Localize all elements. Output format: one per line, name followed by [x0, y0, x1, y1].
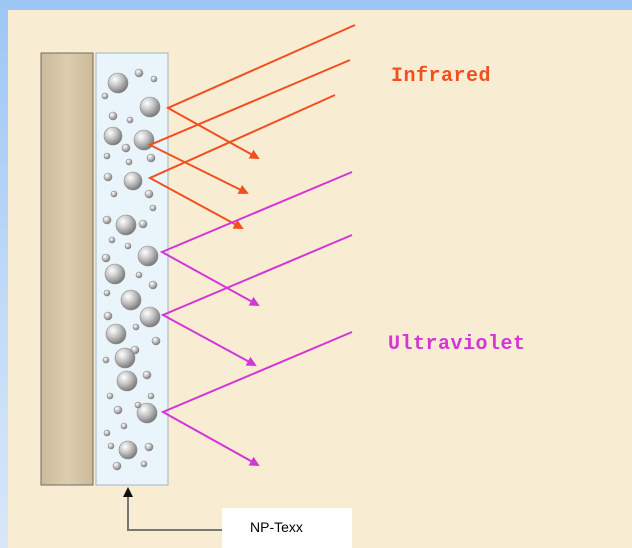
nanoparticle — [108, 111, 118, 121]
nanoparticle — [144, 442, 154, 452]
nanoparticle — [113, 405, 123, 415]
nanoparticle — [136, 402, 158, 424]
nanoparticle — [106, 392, 114, 400]
nanoparticle — [146, 153, 156, 163]
infrared-ray-2 — [147, 59, 351, 194]
ultraviolet-ray-3 — [160, 331, 353, 466]
nanoparticle — [149, 204, 157, 212]
nanoparticle — [107, 72, 129, 94]
infrared-ray-3 — [147, 94, 336, 229]
nanoparticle — [108, 236, 116, 244]
coating-callout: NP-Texx — [222, 508, 352, 548]
nanoparticle — [151, 336, 161, 346]
nanoparticle — [103, 172, 113, 182]
nanoparticle — [103, 429, 111, 437]
nanoparticle — [103, 126, 123, 146]
nanoparticle — [102, 215, 112, 225]
ultraviolet-ray-2 — [160, 234, 353, 366]
nanoparticle — [148, 280, 158, 290]
nanoparticle — [103, 289, 111, 297]
nanoparticle — [140, 460, 148, 468]
nanoparticle — [139, 96, 161, 118]
coating-pointer — [123, 487, 222, 531]
nanoparticle — [150, 75, 158, 83]
nanoparticle — [124, 242, 132, 250]
nanoparticle — [133, 129, 155, 151]
nanoparticle — [101, 253, 111, 263]
ultraviolet-rays — [159, 171, 353, 466]
infrared-rays — [147, 24, 356, 229]
nanoparticle — [138, 219, 148, 229]
nanoparticle — [126, 116, 134, 124]
nanoparticle — [118, 440, 138, 460]
ultraviolet-label: Ultraviolet — [388, 333, 526, 356]
nanoparticle — [121, 143, 131, 153]
nanoparticle — [104, 263, 126, 285]
nanoparticle — [103, 311, 113, 321]
nanoparticle — [132, 323, 140, 331]
infrared-ray-1 — [165, 24, 356, 159]
nanoparticle — [147, 392, 155, 400]
nanoparticle — [144, 189, 154, 199]
wall-substrate — [40, 52, 94, 486]
nanoparticle — [107, 442, 115, 450]
nanoparticle — [116, 370, 138, 392]
nanoparticle — [120, 289, 142, 311]
nanoparticle — [134, 68, 144, 78]
nanoparticle — [105, 323, 127, 345]
ultraviolet-ray-1 — [159, 171, 353, 306]
coating-label: NP-Texx — [250, 519, 303, 535]
nanoparticle — [102, 356, 110, 364]
nanoparticles — [101, 68, 161, 471]
nanoparticle — [125, 158, 133, 166]
infrared-label: Infrared — [391, 65, 492, 88]
nanoparticle — [137, 245, 159, 267]
nanoparticle — [120, 422, 128, 430]
nanoparticle — [101, 92, 109, 100]
nanoparticle — [135, 271, 143, 279]
nanoparticle — [103, 152, 111, 160]
nanoparticle — [139, 306, 161, 328]
nanoparticle — [110, 190, 118, 198]
nanoparticle — [142, 370, 152, 380]
nanoparticle — [115, 214, 137, 236]
nanoparticle — [112, 461, 122, 471]
nanoparticle — [123, 171, 143, 191]
nanoparticle — [134, 401, 142, 409]
nanoparticle — [114, 347, 136, 369]
